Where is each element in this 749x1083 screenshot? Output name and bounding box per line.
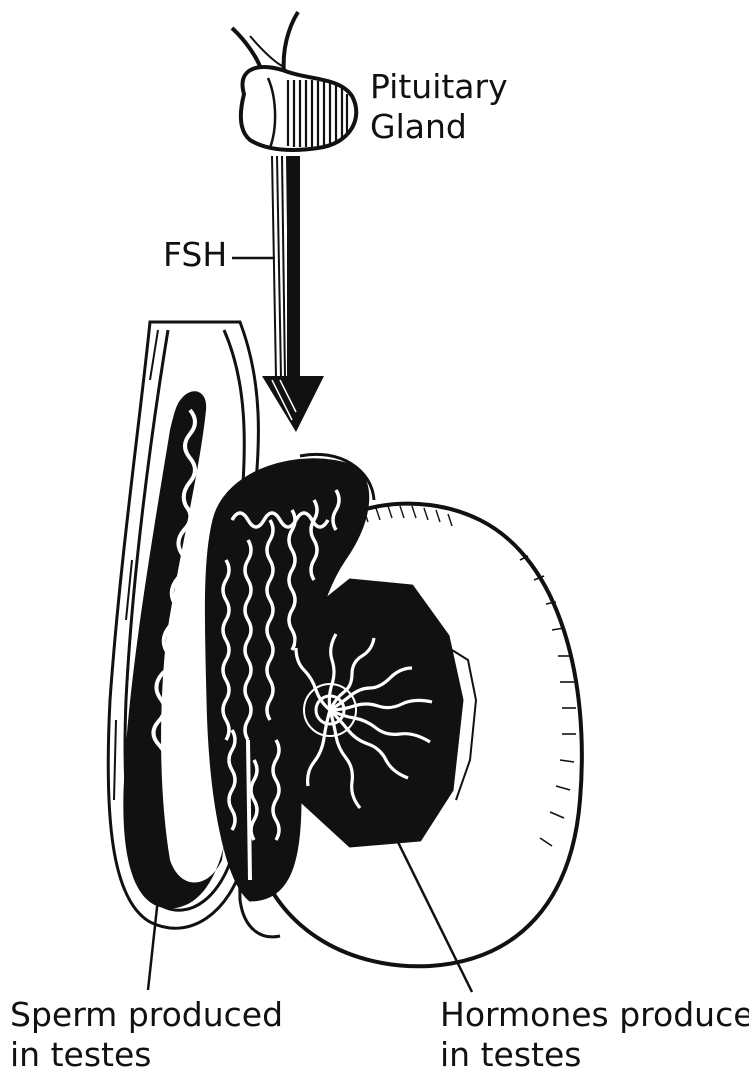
hormones-label: Hormones produced in testes — [440, 995, 749, 1075]
hormones-label-line2: in testes — [440, 1035, 749, 1075]
sperm-label-line1: Sperm produced — [10, 995, 283, 1035]
fsh-label: FSH — [163, 235, 227, 275]
pituitary-label-line2: Gland — [370, 107, 508, 147]
testis — [206, 454, 581, 992]
hormones-label-line1: Hormones produced — [440, 995, 749, 1035]
pituitary-label: Pituitary Gland — [370, 67, 508, 147]
pituitary-label-line1: Pituitary — [370, 67, 508, 107]
sperm-label-line2: in testes — [10, 1035, 283, 1075]
fsh-label-text: FSH — [163, 235, 227, 275]
pituitary-gland — [232, 12, 356, 150]
sperm-label: Sperm produced in testes — [10, 995, 283, 1075]
